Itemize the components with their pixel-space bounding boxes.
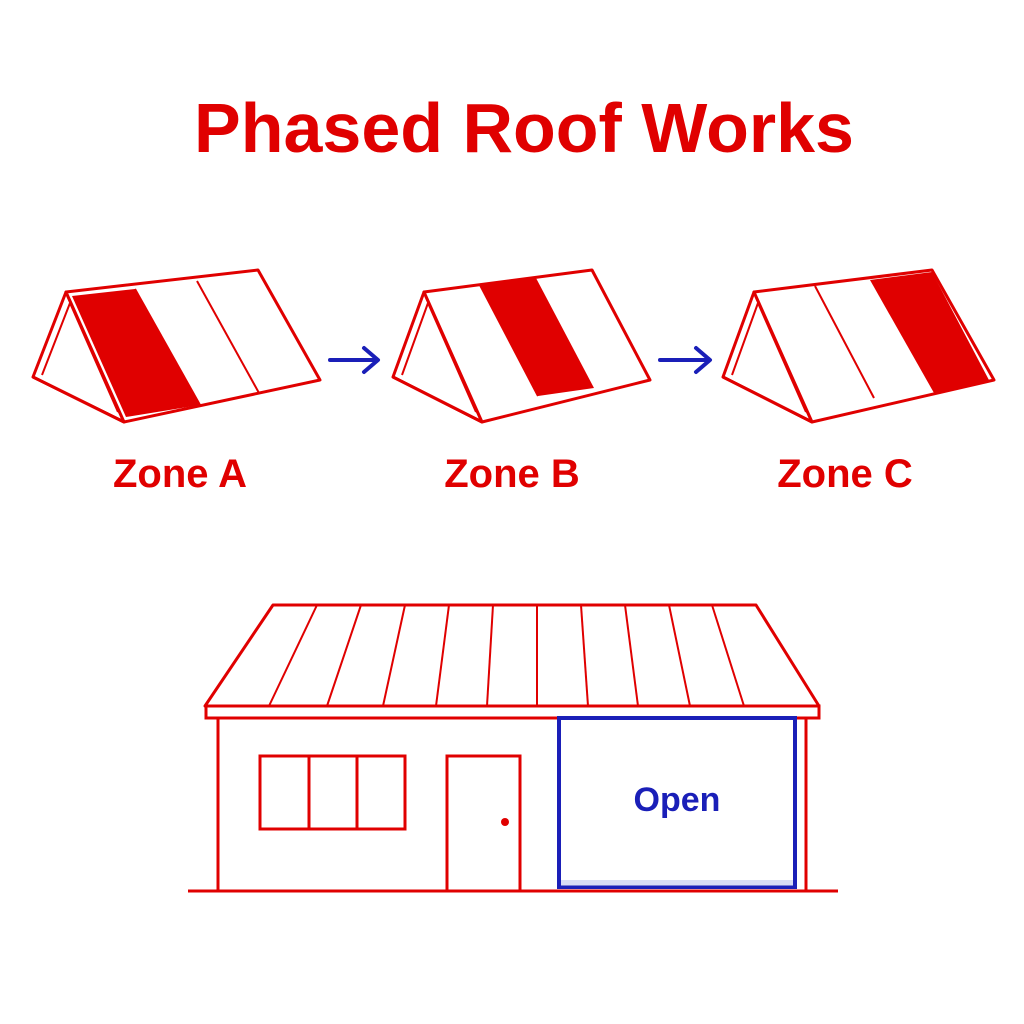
window-icon: [258, 754, 407, 831]
zone-c-roof-icon: [721, 268, 996, 424]
building-icon: Open: [188, 603, 838, 893]
zone-b-roof-icon: [391, 268, 652, 424]
open-section-label: Open: [634, 781, 721, 819]
door-icon: [445, 754, 522, 893]
arrow-right-icon: [328, 346, 380, 374]
roof-eave: [204, 704, 821, 720]
zone-b-label: Zone B: [444, 452, 580, 496]
roof-panel-lines: [268, 604, 745, 707]
zone-b-active-strip: [480, 278, 594, 396]
arrow-right-icon: [658, 346, 712, 374]
open-section: Open: [557, 716, 797, 889]
diagram-title: Phased Roof Works: [194, 89, 854, 167]
zone-a-active-strip: [72, 289, 200, 417]
building-roof: [203, 603, 821, 708]
zone-a-label: Zone A: [113, 452, 247, 496]
zone-c-active-strip: [870, 272, 990, 393]
zone-c-label: Zone C: [777, 452, 913, 496]
zone-a-roof-icon: [31, 268, 322, 424]
door-knob: [501, 818, 509, 826]
